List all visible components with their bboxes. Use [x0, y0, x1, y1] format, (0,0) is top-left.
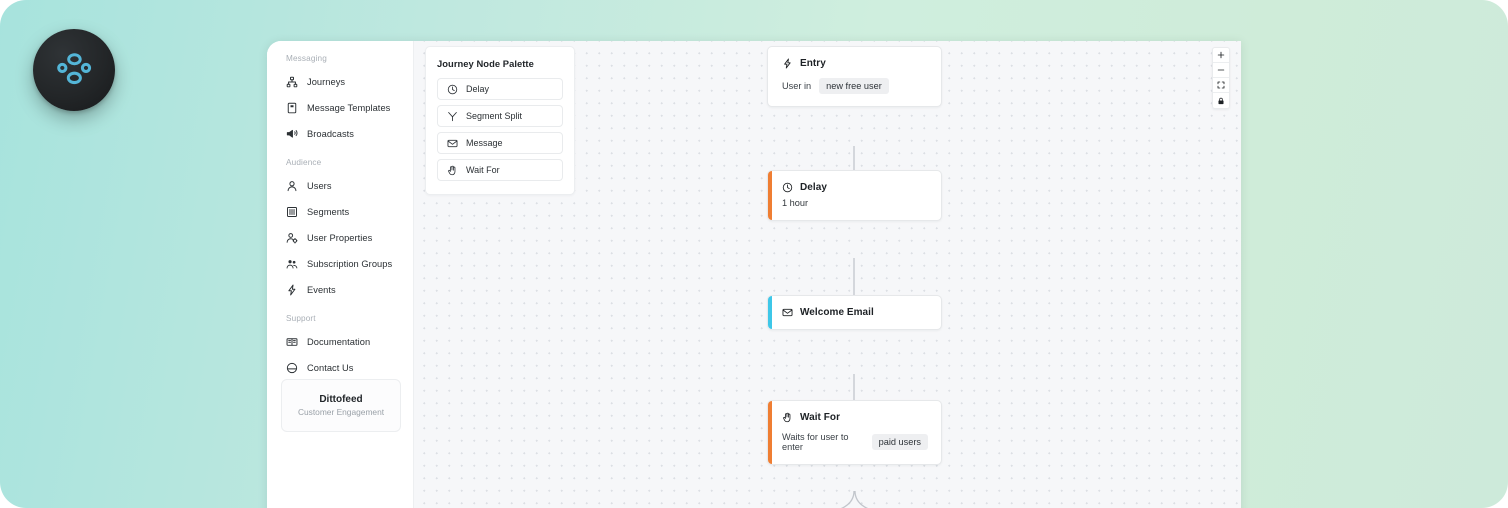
sidebar-item-user-properties[interactable]: User Properties [267, 225, 413, 251]
sidebar-item-users[interactable]: Users [267, 173, 413, 199]
sidebar: Messaging Journeys [267, 41, 414, 508]
app-window: Messaging Journeys [267, 41, 1241, 508]
node-subtitle: 1 hour [782, 198, 928, 208]
envelope-icon [447, 138, 458, 149]
sidebar-item-message-templates[interactable]: Message Templates [267, 95, 413, 121]
palette-item-delay[interactable]: Delay [437, 78, 563, 100]
sidebar-item-broadcasts[interactable]: Broadcasts [267, 121, 413, 147]
node-accent-bar [768, 296, 772, 329]
node-title: Welcome Email [800, 307, 874, 318]
sidebar-item-segments[interactable]: Segments [267, 199, 413, 225]
bolt-icon [782, 58, 793, 69]
hand-icon [447, 165, 458, 176]
subscription-groups-icon [286, 258, 298, 270]
fit-view-button[interactable] [1213, 78, 1229, 93]
minus-icon [1217, 66, 1225, 74]
node-header: Welcome Email [782, 307, 928, 318]
node-chip-segment[interactable]: paid users [871, 434, 928, 450]
journey-node-entry[interactable]: Entry User in new free user [767, 46, 942, 107]
events-icon [286, 284, 298, 296]
journey-canvas[interactable]: Journey Node Palette Delay [414, 41, 1241, 508]
clock-icon [782, 182, 793, 193]
node-sub-text: 1 hour [782, 198, 809, 208]
clock-icon [447, 84, 458, 95]
sidebar-item-contact-us[interactable]: Contact Us [267, 355, 413, 381]
broadcasts-icon [286, 128, 298, 140]
palette-item-label: Delay [466, 84, 490, 94]
app-logo-badge[interactable] [33, 29, 115, 111]
journey-node-delay[interactable]: Delay 1 hour [767, 170, 942, 221]
palette-item-label: Message [466, 138, 503, 148]
sidebar-item-label: Subscription Groups [307, 259, 393, 269]
palette-title: Journey Node Palette [437, 58, 534, 69]
sidebar-item-journeys[interactable]: Journeys [267, 69, 413, 95]
fit-view-icon [1217, 81, 1225, 89]
canvas-controls [1212, 47, 1230, 109]
brand-tagline: Customer Engagement [297, 407, 385, 417]
node-title: Wait For [800, 412, 841, 423]
brand-card[interactable]: Dittofeed Customer Engagement [281, 379, 401, 432]
split-icon [447, 111, 458, 122]
plus-icon [1217, 51, 1225, 59]
sidebar-item-label: Documentation [307, 337, 371, 347]
palette-item-message[interactable]: Message [437, 132, 563, 154]
node-chip-segment[interactable]: new free user [819, 78, 889, 94]
lock-icon [1217, 97, 1225, 105]
sidebar-section-label-audience: Audience [286, 158, 322, 167]
node-header: Delay [782, 182, 928, 193]
hand-icon [782, 412, 793, 423]
users-icon [286, 180, 298, 192]
sidebar-item-label: Message Templates [307, 103, 391, 113]
sidebar-item-label: Contact Us [307, 363, 354, 373]
documentation-icon [286, 336, 298, 348]
sidebar-item-documentation[interactable]: Documentation [267, 329, 413, 355]
zoom-out-button[interactable] [1213, 63, 1229, 78]
sidebar-item-label: Segments [307, 207, 350, 217]
user-properties-icon [286, 232, 298, 244]
envelope-icon [782, 307, 793, 318]
palette-item-segment-split[interactable]: Segment Split [437, 105, 563, 127]
contact-us-icon [286, 362, 298, 374]
node-subtitle: User in new free user [782, 78, 928, 94]
sidebar-section-label-messaging: Messaging [286, 54, 327, 63]
palette-item-label: Segment Split [466, 111, 523, 121]
brand-name: Dittofeed [319, 394, 363, 405]
node-header: Entry [782, 58, 928, 69]
node-subtitle: Waits for user to enter paid users [782, 432, 928, 452]
journeys-icon [286, 76, 298, 88]
palette-item-wait-for[interactable]: Wait For [437, 159, 563, 181]
sidebar-item-label: Broadcasts [307, 129, 355, 139]
node-title: Delay [800, 182, 827, 193]
node-accent-bar [768, 401, 772, 464]
node-accent-bar [768, 171, 772, 220]
node-title: Entry [800, 58, 826, 69]
node-header: Wait For [782, 412, 928, 423]
sidebar-item-label: Journeys [307, 77, 346, 87]
zoom-in-button[interactable] [1213, 48, 1229, 63]
sidebar-item-subscription-groups[interactable]: Subscription Groups [267, 251, 413, 277]
segments-icon [286, 206, 298, 218]
message-templates-icon [286, 102, 298, 114]
journey-node-wait-for[interactable]: Wait For Waits for user to enter paid us… [767, 400, 942, 465]
node-sub-text: User in [782, 81, 812, 91]
palette-item-label: Wait For [466, 165, 500, 175]
sidebar-item-label: Users [307, 181, 332, 191]
journey-node-palette: Journey Node Palette Delay [425, 46, 575, 195]
sidebar-item-label: Events [307, 285, 336, 295]
journey-node-welcome-email[interactable]: Welcome Email [767, 295, 942, 330]
dittofeed-paw-logo-icon [51, 47, 97, 93]
node-sub-text: Waits for user to enter [782, 432, 849, 452]
sidebar-item-label: User Properties [307, 233, 373, 243]
toggle-interactivity-button[interactable] [1213, 93, 1229, 108]
sidebar-section-label-support: Support [286, 314, 316, 323]
sidebar-item-events[interactable]: Events [267, 277, 413, 303]
